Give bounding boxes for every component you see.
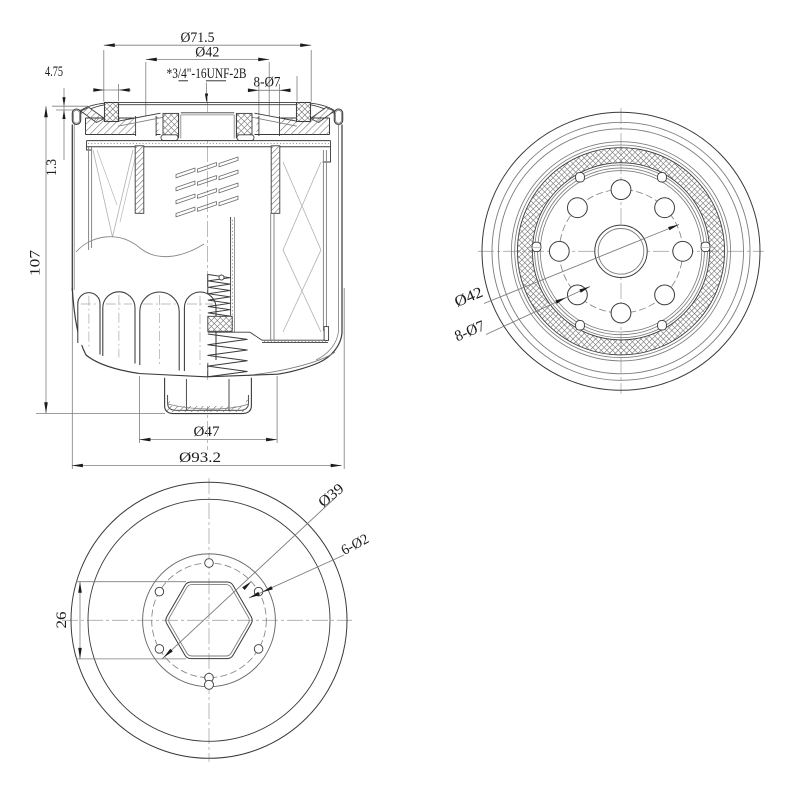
svg-text:1.3: 1.3: [44, 159, 60, 176]
svg-text:Ø47: Ø47: [194, 424, 220, 440]
svg-text:26: 26: [54, 611, 70, 629]
svg-text:*3/4"-16UNF-2B: *3/4"-16UNF-2B: [167, 66, 247, 82]
svg-text:4.75: 4.75: [45, 64, 63, 80]
svg-text:8-Ø7: 8-Ø7: [254, 75, 281, 91]
svg-text:Ø93.2: Ø93.2: [179, 450, 221, 466]
svg-text:107: 107: [28, 249, 44, 276]
svg-text:Ø71.5: Ø71.5: [181, 30, 215, 46]
svg-text:Ø42: Ø42: [195, 45, 219, 61]
